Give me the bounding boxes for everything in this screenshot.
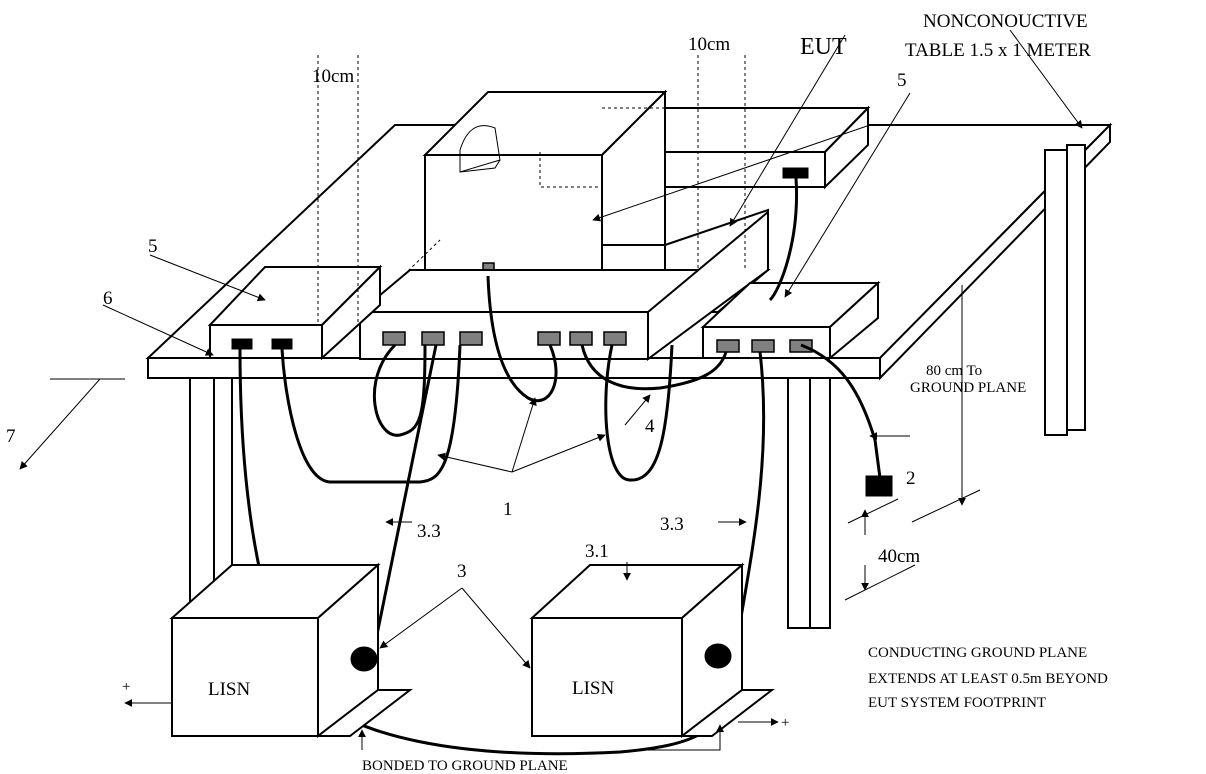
table-label-line2: TABLE 1.5 x 1 METER xyxy=(905,40,1091,61)
eut-label: EUT xyxy=(800,34,847,60)
label-7: 7 xyxy=(6,426,16,447)
label-3-3-right: 3.3 xyxy=(660,514,684,535)
plus-left: + xyxy=(122,679,130,695)
labels: NONCONOUCTIVE TABLE 1.5 x 1 METER EUT 10… xyxy=(6,11,1108,774)
label-6: 6 xyxy=(103,288,113,309)
label-3-3-left: 3.3 xyxy=(417,521,441,542)
connector xyxy=(716,339,740,353)
lisn-right-connector xyxy=(704,643,732,669)
lisn-right-label: LISN xyxy=(572,678,615,699)
connector xyxy=(603,331,627,346)
table-front-edge xyxy=(147,357,881,379)
ground-plane-note-line1: CONDUCTING GROUND PLANE xyxy=(868,645,1087,661)
table-leg-back-right xyxy=(1044,149,1068,436)
plus-right: + xyxy=(781,715,789,731)
peripheral-left xyxy=(207,264,383,361)
connector xyxy=(271,338,293,350)
table-leg-back-right-b xyxy=(1066,144,1086,431)
termination-block xyxy=(865,475,893,497)
connector xyxy=(231,338,253,350)
distance-40cm: 40cm xyxy=(878,546,920,567)
height-80cm-line2: GROUND PLANE xyxy=(910,380,1026,396)
lisn-left-connector xyxy=(350,646,378,672)
distance-guides xyxy=(317,55,746,325)
connector xyxy=(382,331,406,346)
label-5-top: 5 xyxy=(897,70,907,91)
distance-10cm-right: 10cm xyxy=(688,34,730,55)
ground-plane-note-line3: EUT SYSTEM FOOTPRINT xyxy=(868,695,1046,711)
connector xyxy=(782,167,809,179)
label-4: 4 xyxy=(645,416,655,437)
label-3: 3 xyxy=(457,561,467,582)
height-80cm-line1: 80 cm To xyxy=(926,363,982,379)
eut-handle xyxy=(459,125,501,173)
peripheral-center xyxy=(357,208,771,361)
ground-plane-note-line2: EXTENDS AT LEAST 0.5m BEYOND xyxy=(868,671,1108,687)
connector xyxy=(537,331,561,346)
table-label-line1: NONCONOUCTIVE xyxy=(923,11,1088,32)
lisn-right-unit xyxy=(529,562,775,739)
label-2: 2 xyxy=(906,468,916,489)
lisn-left-label: LISN xyxy=(208,679,251,700)
distance-10cm-left: 10cm xyxy=(312,66,354,87)
table-leg-front-right xyxy=(787,377,811,629)
connector xyxy=(459,331,483,346)
bonded-label: BONDED TO GROUND PLANE xyxy=(362,758,568,774)
lisn-left-unit xyxy=(169,562,413,739)
connector xyxy=(751,339,775,353)
connector xyxy=(421,331,445,346)
label-1: 1 xyxy=(503,499,513,520)
label-3-1: 3.1 xyxy=(585,541,609,562)
arrows xyxy=(19,29,1083,751)
table-leg-front-right-b xyxy=(809,377,831,629)
label-5-left: 5 xyxy=(148,236,158,257)
connector xyxy=(569,331,593,346)
